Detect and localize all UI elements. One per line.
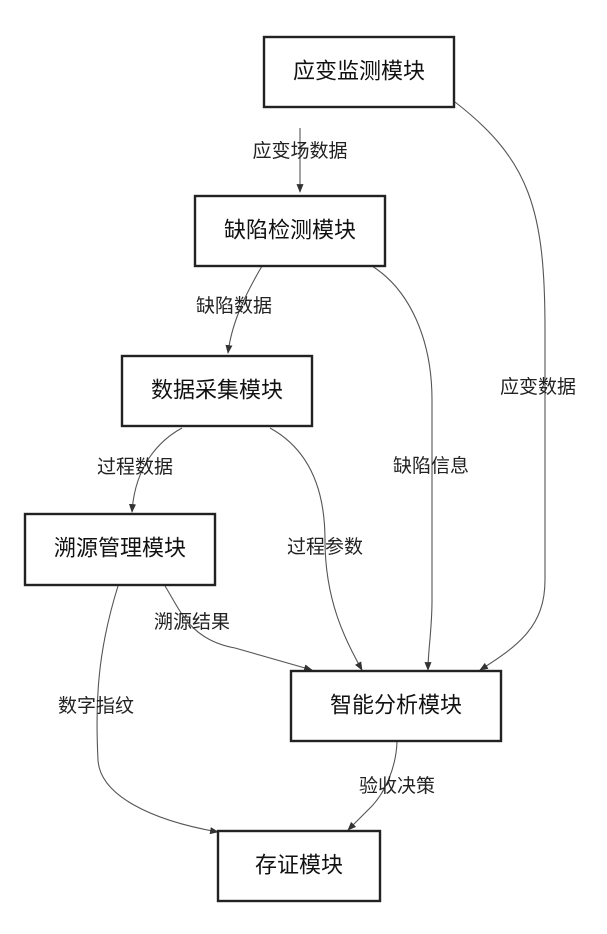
node-trace-manage: 溯源管理模块 [25,514,215,585]
label-defect-data: 缺陷数据 [196,295,272,317]
node-strain-monitor-label: 应变监测模块 [293,60,425,85]
label-strain-data: 应变数据 [500,376,576,398]
node-evidence: 存证模块 [218,831,380,901]
node-trace-manage-label: 溯源管理模块 [54,537,186,562]
node-smart-analysis-label: 智能分析模块 [330,694,462,719]
label-process-params: 过程参数 [287,536,363,558]
node-evidence-label: 存证模块 [255,854,343,879]
label-trace-result: 溯源结果 [154,611,230,633]
label-acceptance-decision: 验收决策 [359,775,435,797]
label-digital-fingerprint: 数字指纹 [58,695,134,717]
node-strain-monitor: 应变监测模块 [264,37,454,107]
node-defect-detect: 缺陷检测模块 [195,196,385,266]
node-data-collect-label: 数据采集模块 [151,379,283,404]
label-process-data: 过程数据 [97,456,173,478]
node-data-collect: 数据采集模块 [122,356,312,426]
label-defect-info: 缺陷信息 [393,455,469,477]
node-defect-detect-label: 缺陷检测模块 [224,219,356,244]
node-smart-analysis: 智能分析模块 [291,671,501,741]
label-strain-field-data: 应变场数据 [252,140,347,162]
